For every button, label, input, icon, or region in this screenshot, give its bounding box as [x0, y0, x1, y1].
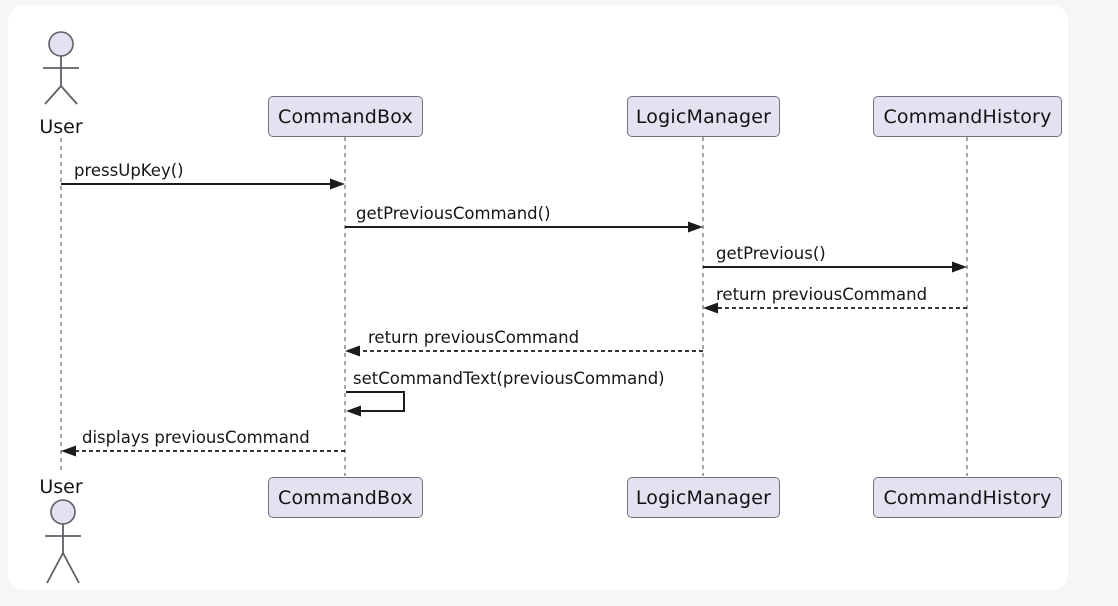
user-actor-figure-top: [43, 31, 79, 105]
message-arrows: [61, 178, 967, 457]
actor-head: [48, 31, 74, 57]
participant-commandbox-top: CommandBox: [268, 96, 423, 137]
arrow-displays-previouscommand: [61, 445, 345, 457]
arrow-pressupkey: [61, 178, 345, 190]
participant-commandbox-bottom: CommandBox: [268, 477, 423, 518]
user-actor-figure-bottom: [45, 499, 81, 584]
arrow-getprevious: [703, 261, 967, 273]
user-actor-label-bottom: User: [39, 476, 83, 498]
participant-logicmanager-top: LogicManager: [627, 96, 780, 137]
user-actor-label-top: User: [39, 116, 83, 138]
message-label-return-previouscommand-2: return previousCommand: [368, 328, 580, 347]
message-label-getprevious: getPrevious(): [716, 244, 826, 263]
participant-commandhistory-bottom: CommandHistory: [873, 477, 1062, 518]
lifelines: [60, 137, 968, 476]
actor-body: [45, 524, 81, 584]
actor-head: [50, 499, 76, 525]
participant-logicmanager-bottom: LogicManager: [627, 477, 780, 518]
message-label-return-previouscommand-1: return previousCommand: [716, 285, 928, 304]
participant-commandhistory-top: CommandHistory: [873, 96, 1062, 137]
message-label-pressupkey: pressUpKey(): [74, 161, 184, 180]
arrow-getpreviouscommand: [345, 221, 703, 233]
arrow-setcommandtext-self: [346, 391, 405, 417]
message-label-setcommandtext: setCommandText(previousCommand): [353, 369, 665, 388]
message-label-displays-previouscommand: displays previousCommand: [82, 428, 310, 447]
message-label-getpreviouscommand: getPreviousCommand(): [356, 204, 551, 223]
arrow-return-previouscommand-1: [703, 302, 967, 314]
arrow-return-previouscommand-2: [345, 345, 703, 357]
actor-body: [43, 56, 79, 105]
